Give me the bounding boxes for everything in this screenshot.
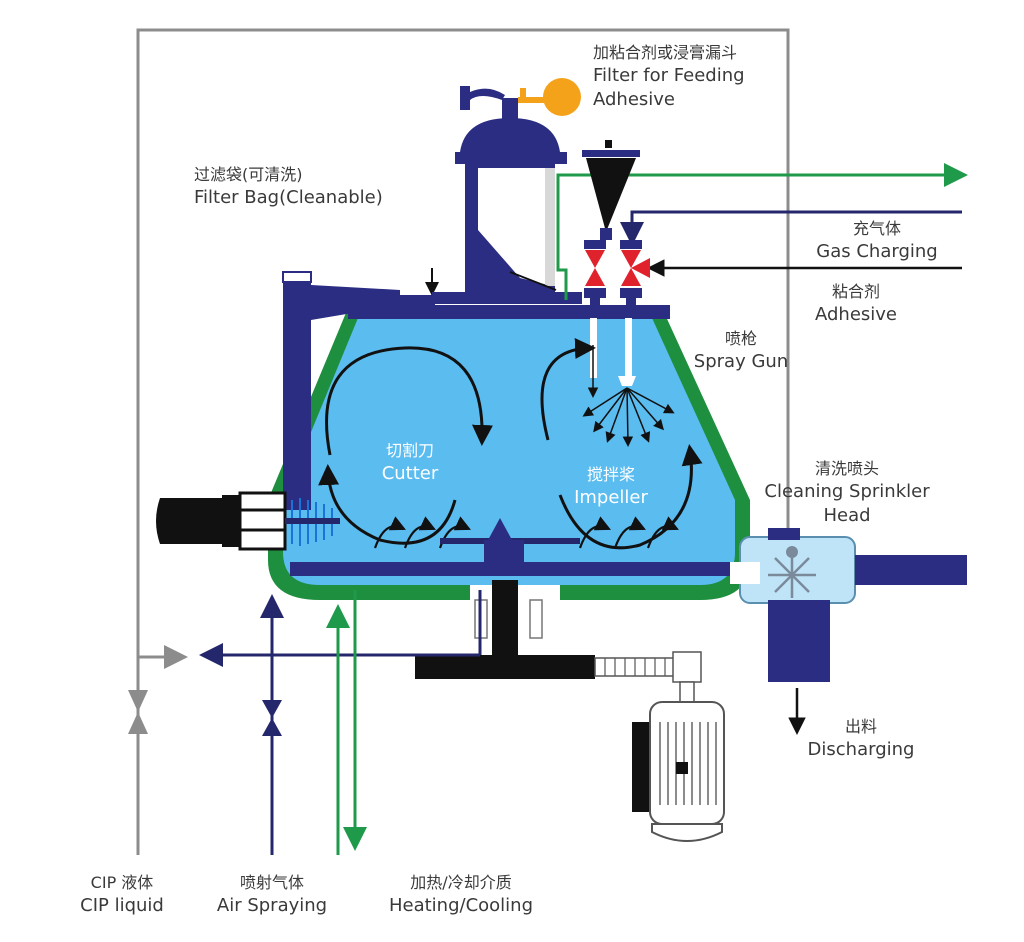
label-cleaning-head: 清洗喷头 Cleaning Sprinkler Head [748, 458, 946, 528]
label-gas-charging-cn: 充气体 [852, 219, 901, 238]
air-spraying-line [199, 590, 482, 855]
label-air-spraying: 喷射气体 Air Spraying [205, 872, 339, 918]
label-filter-bag-cn: 过滤袋(可清洗) [194, 165, 303, 184]
label-cip: CIP 液体 CIP liquid [62, 872, 182, 918]
discharge-assembly [739, 528, 967, 735]
cip-valve-top [128, 690, 148, 712]
label-impeller: 搅拌桨 Impeller [556, 464, 666, 510]
exhaust-line [556, 163, 968, 300]
label-cutter: 切割刀 Cutter [370, 440, 450, 486]
label-cleaning-head-cn: 清洗喷头 [814, 459, 879, 478]
label-adhesive-cn: 粘合剂 [831, 282, 880, 301]
label-filter-bag: 过滤袋(可清洗) Filter Bag(Cleanable) [194, 164, 383, 210]
gas-line [620, 210, 962, 246]
label-impeller-cn: 搅拌桨 [586, 465, 635, 484]
vessel-lid [348, 305, 670, 319]
label-feeding-filter-en1: Filter for Feeding [593, 65, 745, 86]
label-adhesive: 粘合剂 Adhesive [806, 281, 906, 327]
cip-valve-bottom [128, 712, 148, 734]
impeller-blade [440, 518, 580, 564]
feeding-funnel [582, 140, 640, 240]
label-adhesive-en: Adhesive [814, 304, 897, 325]
label-cleaning-head-en1: Cleaning Sprinkler [764, 481, 930, 502]
label-impeller-en: Impeller [574, 487, 648, 508]
adhesive-bulb [518, 78, 581, 116]
filter-housing [432, 86, 582, 304]
support-column [283, 280, 311, 510]
discharge-port [730, 562, 760, 584]
label-gas-charging-en: Gas Charging [816, 241, 938, 262]
label-spray-gun: 喷枪 Spray Gun [686, 328, 796, 374]
label-feeding-filter: 加粘合剂或浸膏漏斗 Filter for Feeding Adhesive [593, 42, 745, 112]
label-spray-gun-en: Spray Gun [693, 351, 789, 372]
label-cip-en: CIP liquid [80, 895, 164, 916]
label-discharging-en: Discharging [807, 739, 915, 760]
drive-shaft [415, 580, 702, 703]
label-cleaning-head-en2: Head [823, 505, 871, 526]
vessel-bottom-plate [290, 562, 730, 576]
label-air-spraying-cn: 喷射气体 [239, 873, 304, 892]
cip-line [128, 28, 790, 855]
label-gas-charging: 充气体 Gas Charging [807, 218, 947, 264]
label-cutter-cn: 切割刀 [385, 441, 434, 460]
label-cutter-en: Cutter [381, 463, 439, 484]
label-heating-cooling-cn: 加热/冷却介质 [410, 873, 512, 892]
label-heating-cooling: 加热/冷却介质 Heating/Cooling [372, 872, 550, 918]
feed-valves [584, 240, 650, 308]
motor [632, 701, 725, 842]
label-filter-bag-en: Filter Bag(Cleanable) [194, 187, 383, 208]
label-air-spraying-en: Air Spraying [216, 895, 328, 916]
cutter-unit [156, 491, 340, 551]
filter-bag [478, 168, 548, 285]
label-spray-gun-cn: 喷枪 [724, 329, 757, 348]
label-heating-cooling-en: Heating/Cooling [388, 895, 534, 916]
label-feeding-filter-en2: Adhesive [593, 89, 676, 110]
circulation-arrows [318, 337, 703, 550]
label-cip-cn: CIP 液体 [90, 873, 154, 892]
label-discharging: 出料 Discharging [797, 716, 925, 762]
label-discharging-cn: 出料 [844, 717, 877, 736]
heating-cooling-lines [326, 590, 367, 855]
label-feeding-filter-cn: 加粘合剂或浸膏漏斗 [593, 43, 738, 62]
